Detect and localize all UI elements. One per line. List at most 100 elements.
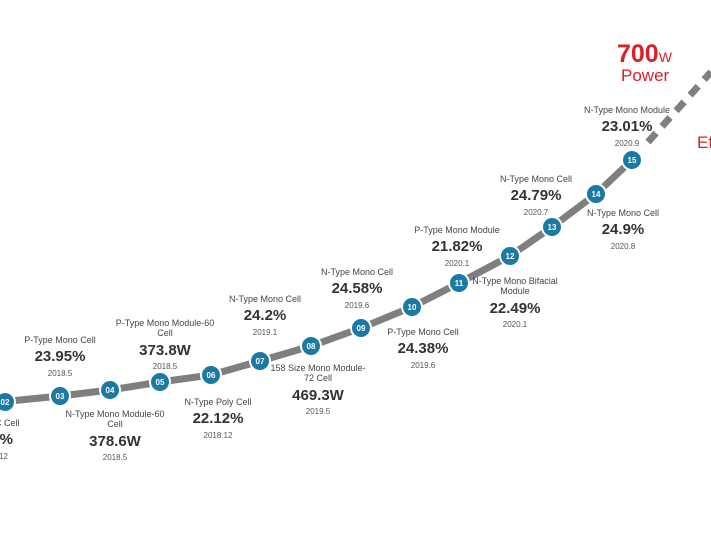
milestone-name: N-Type Mono Cell (320, 267, 394, 277)
milestone-node: 08 (300, 335, 322, 357)
milestone-node-circle (0, 391, 16, 413)
milestone-node: 09 (350, 317, 372, 339)
milestone-node-circle (249, 350, 271, 372)
milestone-node-circle (99, 379, 121, 401)
milestone-node-number: 09 (357, 324, 366, 333)
target-power-number: 700W (617, 40, 672, 69)
milestone-date: 2020.9 (614, 138, 640, 148)
milestone-node-number: 13 (548, 223, 557, 232)
milestone-name: N-Type Mono Cell (586, 208, 660, 218)
milestone-date: 2019.5 (305, 406, 331, 416)
milestone-node-number: 14 (592, 190, 601, 199)
milestone-value: 22.49% (489, 299, 541, 317)
milestone-label: N-Type Mono Cell 24.58% 2019.6 (307, 267, 407, 310)
milestone-node-circle (621, 149, 643, 171)
milestone-value: 24.58% (331, 280, 383, 298)
milestone-node-circle (149, 371, 171, 393)
milestone-node-circle (585, 183, 607, 205)
milestone-name: N-Type Poly Cell (184, 397, 252, 407)
milestone-label: P-Type Mono Module-60 Cell 373.8W 2018.5 (115, 318, 215, 371)
milestone-node-number: 11 (455, 279, 464, 288)
milestone-name: N-Type Mono Cell (228, 294, 302, 304)
milestone-label: N-Type Mono Module 23.01% 2020.9 (577, 105, 677, 148)
milestone-name: P-Type Mono Cell (24, 335, 96, 345)
milestone-name: P-Type Mono Module (414, 225, 500, 235)
milestone-node: 10 (401, 296, 423, 318)
milestone-date: 2020.1 (444, 258, 470, 268)
milestone-node-number: 10 (408, 303, 417, 312)
milestone-node-circle (401, 296, 423, 318)
milestone-node: 11 (448, 272, 470, 294)
milestone-node-number: 12 (506, 252, 515, 261)
milestone-label: N-Type Mono Module-60 Cell 378.6W 2018.5 (65, 409, 165, 462)
milestone-node-number: 15 (628, 156, 637, 165)
milestone-label: N-Type Mono Cell 24.79% 2020.7 (486, 174, 586, 217)
milestone-label: N-Type Mono Cell 24.2% 2019.1 (215, 294, 315, 337)
milestone-label: PERC Cell 45% 17.12 (0, 418, 48, 461)
milestone-value: 24.9% (601, 221, 645, 239)
milestone-date: 2019.6 (344, 300, 370, 310)
target-power-label: Power (621, 66, 670, 85)
milestone-value: 23.95% (34, 348, 86, 366)
milestone-node-circle (448, 272, 470, 294)
milestone-node-number: 06 (207, 371, 216, 380)
milestone-value: 24.38% (397, 340, 449, 358)
milestone-name: N-Type Mono Module-60 Cell (65, 409, 165, 430)
milestone-name: PERC Cell (0, 418, 20, 428)
milestone-label: N-Type Mono Bifacial Module 22.49% 2020.1 (465, 276, 565, 329)
milestone-node: 02 (0, 391, 16, 413)
target-unit: W (658, 49, 672, 65)
milestone-label: P-Type Mono Cell 23.95% 2018.5 (10, 335, 110, 378)
milestone-date: 2020.1 (502, 319, 528, 329)
milestone-node-circle (350, 317, 372, 339)
milestone-value: 45% (0, 431, 14, 449)
target-number: 700 (617, 40, 659, 68)
milestone-node-circle (49, 385, 71, 407)
milestone-node: 12 (499, 245, 521, 267)
milestone-date: 2019.1 (252, 327, 278, 337)
milestone-value: 24.79% (510, 187, 562, 205)
milestone-label: P-Type Mono Module 21.82% 2020.1 (407, 225, 507, 268)
milestone-node-circle (541, 216, 563, 238)
milestone-node-number: 07 (256, 357, 265, 366)
milestone-node: 15 (621, 149, 643, 171)
milestone-node-circle (499, 245, 521, 267)
milestone-name: 158 Size Mono Module-72 Cell (270, 363, 366, 384)
milestone-name: P-Type Mono Cell (387, 327, 459, 337)
milestone-node-circle (300, 335, 322, 357)
milestone-value: 23.01% (601, 118, 653, 136)
milestone-node-number: 04 (106, 386, 115, 395)
milestone-value: 21.82% (431, 238, 483, 256)
milestone-date: 2020.7 (523, 207, 549, 217)
milestone-node-number: 05 (156, 378, 165, 387)
future-dashed-line (645, 69, 711, 145)
milestone-node: 06 (200, 364, 222, 386)
milestone-date: 2018.5 (152, 361, 178, 371)
milestone-node: 14 (585, 183, 607, 205)
milestone-name: N-Type Mono Bifacial Module (472, 276, 558, 297)
target-cut-text: Ef (697, 133, 711, 152)
milestone-node-circle (200, 364, 222, 386)
milestone-node: 13 (541, 216, 563, 238)
milestone-name: N-Type Mono Module (583, 105, 671, 115)
milestone-value: 24.2% (243, 307, 287, 325)
milestone-node: 03 (49, 385, 71, 407)
milestone-node: 07 (249, 350, 271, 372)
milestone-name: N-Type Mono Cell (499, 174, 573, 184)
milestone-node-number: 02 (1, 398, 10, 407)
milestone-date: 2018.12 (203, 430, 233, 440)
milestone-value: 373.8W (139, 341, 191, 359)
milestone-date: 2020.8 (610, 241, 636, 251)
milestone-node-number: 03 (56, 392, 65, 401)
milestone-node: 05 (149, 371, 171, 393)
milestone-name: P-Type Mono Module-60 Cell (115, 318, 215, 339)
milestone-value: 378.6W (89, 432, 141, 450)
milestone-date: 2018.5 (47, 368, 73, 378)
milestone-node: 04 (99, 379, 121, 401)
milestone-date: 2018.5 (102, 452, 128, 462)
milestone-date: 17.12 (0, 451, 9, 461)
